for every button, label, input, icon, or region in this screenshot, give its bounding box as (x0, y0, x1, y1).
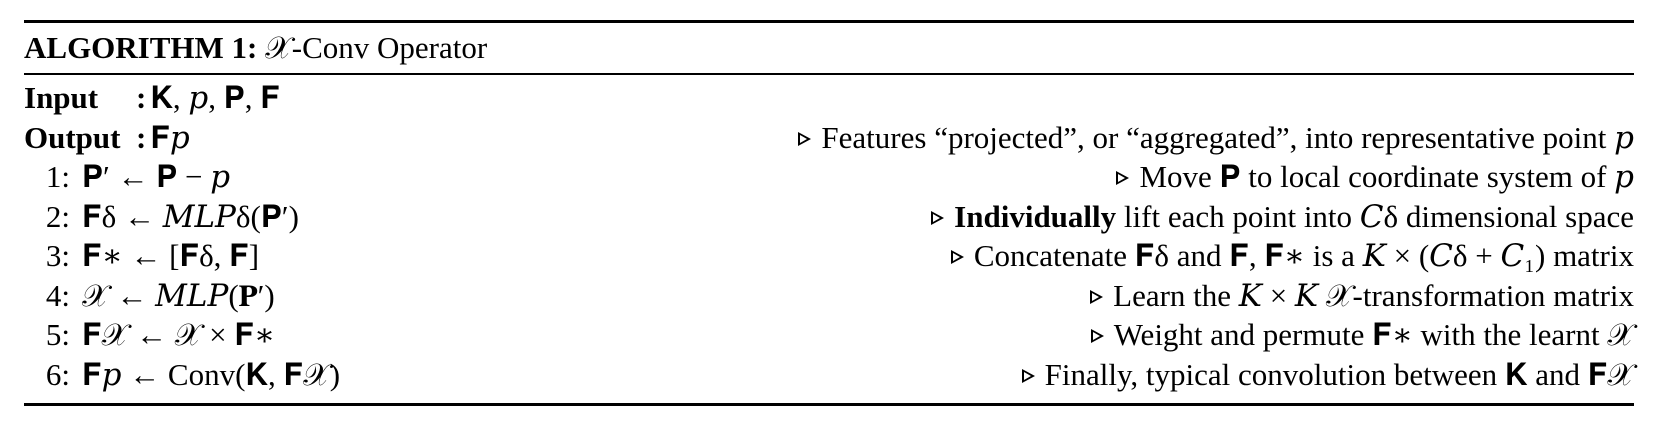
title-rule (24, 73, 1634, 75)
step-formula: 𝒳 ← 𝑀𝐿𝑃(𝐏′) (82, 277, 275, 313)
step-comment-text: Concatenate 𝐅δ and 𝐅, 𝐅∗ is a 𝐾 × (𝐶δ + … (973, 238, 1634, 274)
step-comment-text: Weight and permute 𝐅∗ with the learnt 𝒳 (1113, 317, 1634, 353)
step-formula: 𝐅∗ ← [𝐅δ, 𝐅] (82, 238, 260, 274)
input-colon: : (136, 80, 147, 116)
step-row: 4: 𝒳 ← 𝑀𝐿𝑃(𝐏′) Learn the 𝐾 × 𝐾 𝒳-transfo… (24, 277, 1634, 317)
step-row: 1: 𝐏′ ← 𝐏 − 𝑝 Move 𝐏 to local coordinate… (24, 158, 1634, 198)
step-row: 5: 𝐅𝒳 ← 𝒳 × 𝐅∗ Weight and permute 𝐅∗ wit… (24, 316, 1634, 356)
comment-triangle-icon (1090, 329, 1104, 344)
step-comment-text: Finally, typical convolution between 𝐊 a… (1044, 356, 1634, 392)
algorithm-title-text: 𝒳-Conv Operator (265, 29, 488, 65)
algorithm-title-prefix: ALGORITHM 1: (24, 30, 258, 65)
input-row: Input : 𝐊, 𝑝, 𝐏, 𝐅 (24, 79, 1634, 119)
comment-triangle-icon (798, 132, 812, 147)
comment-triangle-icon (931, 211, 945, 226)
output-row: Output : 𝐅𝑝 Features “projected”, or “ag… (24, 119, 1634, 159)
step-comment-text: Move 𝐏 to local coordinate system of 𝑝 (1139, 159, 1634, 195)
output-label: Output (24, 119, 121, 155)
step-comment-text: lift each point into 𝐶δ dimensional spac… (1116, 199, 1634, 235)
step-number: 5: (45, 317, 70, 353)
comment-triangle-icon (1090, 289, 1104, 304)
comment-triangle-icon (1116, 171, 1130, 186)
step-comment: Concatenate 𝐅δ and 𝐅, 𝐅∗ is a 𝐾 × (𝐶δ + … (950, 238, 1634, 275)
step-comment: Individually lift each point into 𝐶δ dim… (931, 199, 1634, 235)
input-value: 𝐊, 𝑝, 𝐏, 𝐅 (150, 80, 280, 116)
algorithm-body: Input : 𝐊, 𝑝, 𝐏, 𝐅 Output : 𝐅𝑝 Features … (24, 75, 1634, 403)
algorithm-title: ALGORITHM 1: 𝒳-Conv Operator (24, 23, 1634, 73)
step-number: 4: (45, 277, 70, 313)
bottom-rule (24, 403, 1634, 406)
step-formula: 𝐅𝑝 ← Conv(𝐊, 𝐅𝒳) (82, 356, 341, 392)
comment-triangle-icon (950, 250, 964, 265)
step-comment: Finally, typical convolution between 𝐊 a… (1021, 356, 1634, 394)
step-row: 6: 𝐅𝑝 ← Conv(𝐊, 𝐅𝒳) Finally, typical con… (24, 356, 1634, 396)
step-number: 3: (45, 238, 70, 274)
output-comment-text: Features “projected”, or “aggregated”, i… (821, 120, 1634, 156)
step-row: 2: 𝐅δ ← 𝑀𝐿𝑃δ(𝐏′) Individually lift each … (24, 198, 1634, 238)
step-comment-text: Learn the 𝐾 × 𝐾 𝒳-transformation matrix (1113, 277, 1634, 313)
step-formula: 𝐅𝒳 ← 𝒳 × 𝐅∗ (82, 317, 276, 353)
output-comment: Features “projected”, or “aggregated”, i… (798, 120, 1634, 156)
step-formula: 𝐏′ ← 𝐏 − 𝑝 (82, 159, 231, 195)
step-comment: Move 𝐏 to local coordinate system of 𝑝 (1116, 159, 1634, 196)
output-colon: : (136, 119, 147, 155)
step-row: 3: 𝐅∗ ← [𝐅δ, 𝐅] Concatenate 𝐅δ and 𝐅, 𝐅∗… (24, 237, 1634, 277)
step-number: 2: (45, 198, 70, 234)
step-comment: Weight and permute 𝐅∗ with the learnt 𝒳 (1090, 317, 1634, 354)
input-label: Input (24, 80, 99, 116)
step-number: 6: (45, 356, 70, 392)
top-rule (24, 20, 1634, 23)
step-formula: 𝐅δ ← 𝑀𝐿𝑃δ(𝐏′) (82, 198, 299, 234)
step-comment: Learn the 𝐾 × 𝐾 𝒳-transformation matrix (1090, 278, 1634, 315)
output-value: 𝐅𝑝 (150, 119, 190, 155)
step-comment-bold: Individually (954, 199, 1117, 235)
algorithm-box: ALGORITHM 1: 𝒳-Conv Operator Input : 𝐊, … (24, 20, 1634, 406)
step-number: 1: (45, 159, 70, 195)
comment-triangle-icon (1021, 368, 1035, 383)
